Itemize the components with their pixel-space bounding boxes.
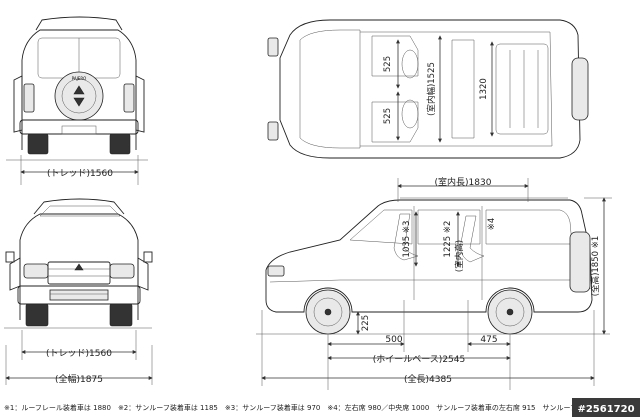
watermark-text: #2561720: [577, 404, 634, 415]
top-view-dimensions: 525 525 (室内幅)1525 1320: [383, 35, 494, 143]
rear-window: [417, 209, 481, 245]
overall-width-label: (全幅)1875: [55, 373, 103, 385]
rear-seat-outline: [459, 215, 485, 263]
rear-headroom-label: 1225 ※2: [443, 221, 453, 258]
grille: [47, 261, 111, 285]
mirror-left: [267, 37, 279, 57]
side-headlight: [267, 265, 285, 277]
top-spare-tire: [571, 57, 589, 121]
ground-clearance-label: 225: [361, 315, 371, 331]
side-view-dimensions: (室内長)1830 1035 ※3 1225 ※2 (室内高) ※4 (全高)1…: [261, 176, 612, 390]
seat-rear-label: 525: [383, 108, 393, 124]
side-mark-label: ※4: [487, 218, 497, 231]
front-offset-label: 500: [385, 335, 402, 345]
wheelbase-label: (ホイールベース)2545: [373, 354, 465, 365]
cargo-area: [495, 43, 549, 135]
cabin-height-label: (室内高): [454, 240, 465, 272]
cabin-length-label: (室内長)1830: [435, 176, 492, 188]
front-headroom-label: 1035 ※3: [402, 221, 412, 258]
overall-length-label: (全長)4385: [404, 373, 452, 385]
quarter-window: [485, 209, 573, 245]
side-spare-tire: [569, 231, 591, 293]
cabin-width-label: (室内幅)1525: [426, 62, 437, 116]
headlight-right: [109, 263, 135, 279]
rear-badge-text: PAJERO: [72, 76, 87, 81]
footnote: ※1：ルーフレール装着車は 1880 ※2：サンルーフ装着車は 1185 ※3：…: [4, 403, 598, 412]
seat-front-label: 525: [383, 56, 393, 72]
watermark-box: [572, 398, 640, 417]
rear-tread-label: (トレッド)1560: [47, 169, 113, 179]
rear-tread-dimension: (トレッド)1560: [20, 155, 139, 185]
front-view: [5, 198, 153, 327]
front-tread-dimension: (トレッド)1560: [21, 330, 137, 360]
overall-width-dimension: (全幅)1875: [5, 345, 153, 385]
front-emblem-icon: [74, 263, 84, 271]
side-view: [265, 197, 593, 335]
overall-height-label: (全高)1850 ※1: [590, 236, 601, 297]
top-view: [267, 19, 589, 159]
cargo-width-label: 1320: [479, 78, 489, 100]
rear-view: PAJERO: [13, 16, 145, 155]
front-tread-label: (トレッド)1560: [46, 349, 112, 359]
mirror-right: [267, 121, 279, 141]
headlight-left: [23, 263, 49, 279]
rear-offset-label: 475: [480, 335, 497, 345]
brand-emblem-icon: [73, 85, 85, 107]
front-window: [349, 209, 413, 245]
